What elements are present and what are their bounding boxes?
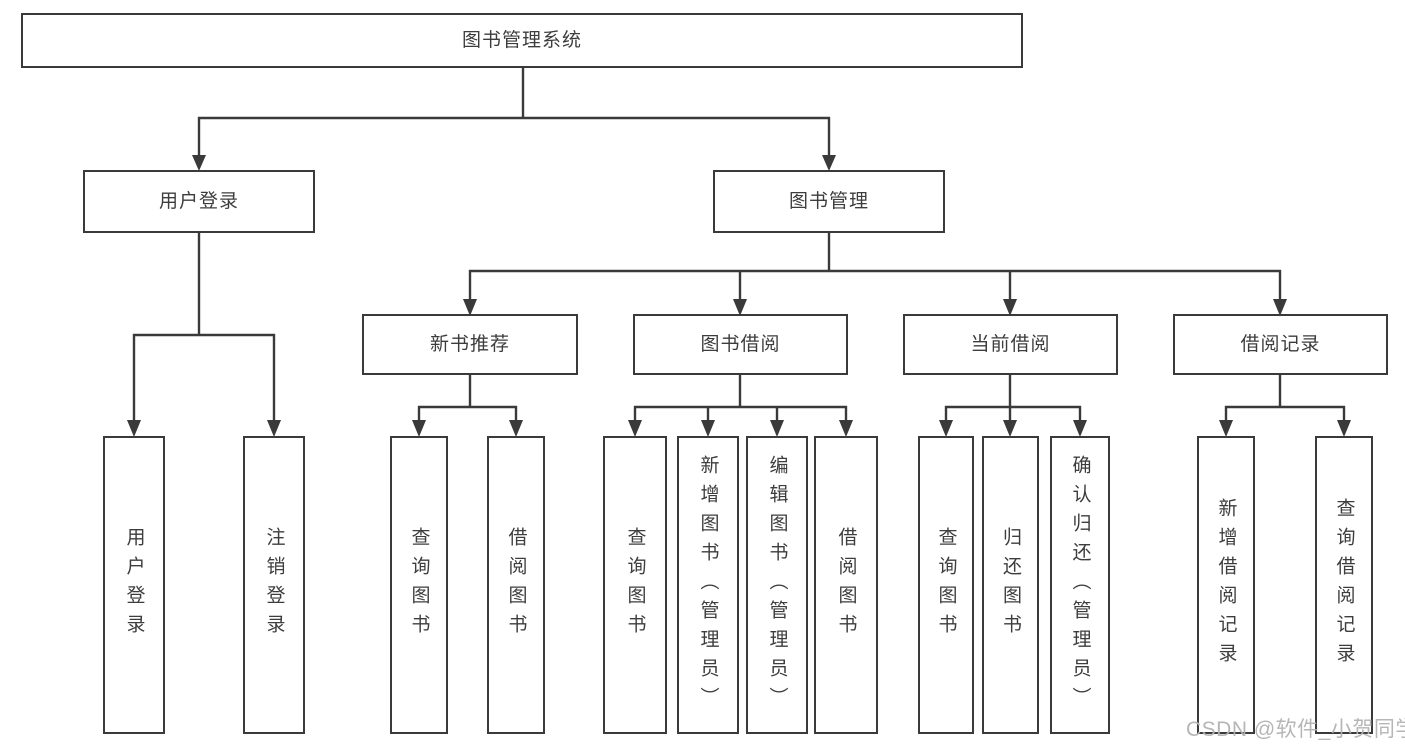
node-label: 新书推荐 [429,334,510,355]
node-label: 查询图书 [935,527,957,643]
node-box-borrow-add-books-admin: 新增图书（管理员） [677,436,739,734]
node-label: 归还图书 [1000,527,1021,643]
node-box-borrow-borrow-books: 借阅图书 [814,436,878,734]
node-label: 查询借阅记录 [1333,498,1355,672]
connector-root-to-level2 [192,68,836,171]
node-box-book-borrowing: 图书借阅 [633,314,848,375]
node-box-current-borrowing: 当前借阅 [903,314,1118,375]
node-label: 用户登录 [123,527,145,643]
node-label: 查询图书 [624,527,646,643]
node-label: 借阅图书 [505,527,527,643]
connector-rec-to-children [412,375,523,437]
node-label: 图书借阅 [700,334,781,355]
node-label: 新增借阅记录 [1215,498,1237,672]
node-label: 图书管理 [788,191,869,212]
connector-borrow-to-children [628,375,853,437]
connector-mgmt-to-children [463,233,1287,316]
node-box-user-login-leaf: 用户登录 [103,436,165,734]
connector-records-to-children [1219,375,1351,437]
node-label: 新增图书（管理员） [697,454,719,716]
node-box-add-borrow-record: 新增借阅记录 [1197,436,1255,734]
connector-current-to-children [939,375,1087,437]
node-box-return-books: 归还图书 [982,436,1039,734]
node-box-logout: 注销登录 [243,436,305,734]
node-label: 借阅图书 [835,527,857,643]
node-box-book-management: 图书管理 [713,170,945,233]
node-box-new-book-recommend: 新书推荐 [362,314,578,375]
node-label: 用户登录 [158,191,239,212]
node-label: 注销登录 [263,527,285,643]
node-label: 查询图书 [408,527,430,643]
node-box-rec-borrow-books: 借阅图书 [487,436,545,734]
node-label: 确认归还（管理员） [1069,454,1091,716]
node-label: 借阅记录 [1240,334,1321,355]
node-label: 编辑图书（管理员） [766,454,788,716]
connector-login-to-children [127,233,281,437]
node-box-confirm-return-admin: 确认归还（管理员） [1050,436,1110,734]
node-box-rec-query-books: 查询图书 [390,436,448,734]
node-box-query-borrow-record: 查询借阅记录 [1315,436,1373,734]
node-box-current-query-books: 查询图书 [918,436,974,734]
node-box-library-management-system: 图书管理系统 [21,13,1023,68]
csdn-watermark: CSDN @软件_小贺同学 [1186,718,1405,741]
node-box-user-login-group: 用户登录 [83,170,315,233]
node-label: 图书管理系统 [461,30,582,51]
node-box-borrow-query-books: 查询图书 [603,436,667,734]
node-label: 当前借阅 [970,334,1051,355]
node-box-borrowing-records: 借阅记录 [1173,314,1388,375]
node-box-borrow-edit-books-admin: 编辑图书（管理员） [746,436,808,734]
